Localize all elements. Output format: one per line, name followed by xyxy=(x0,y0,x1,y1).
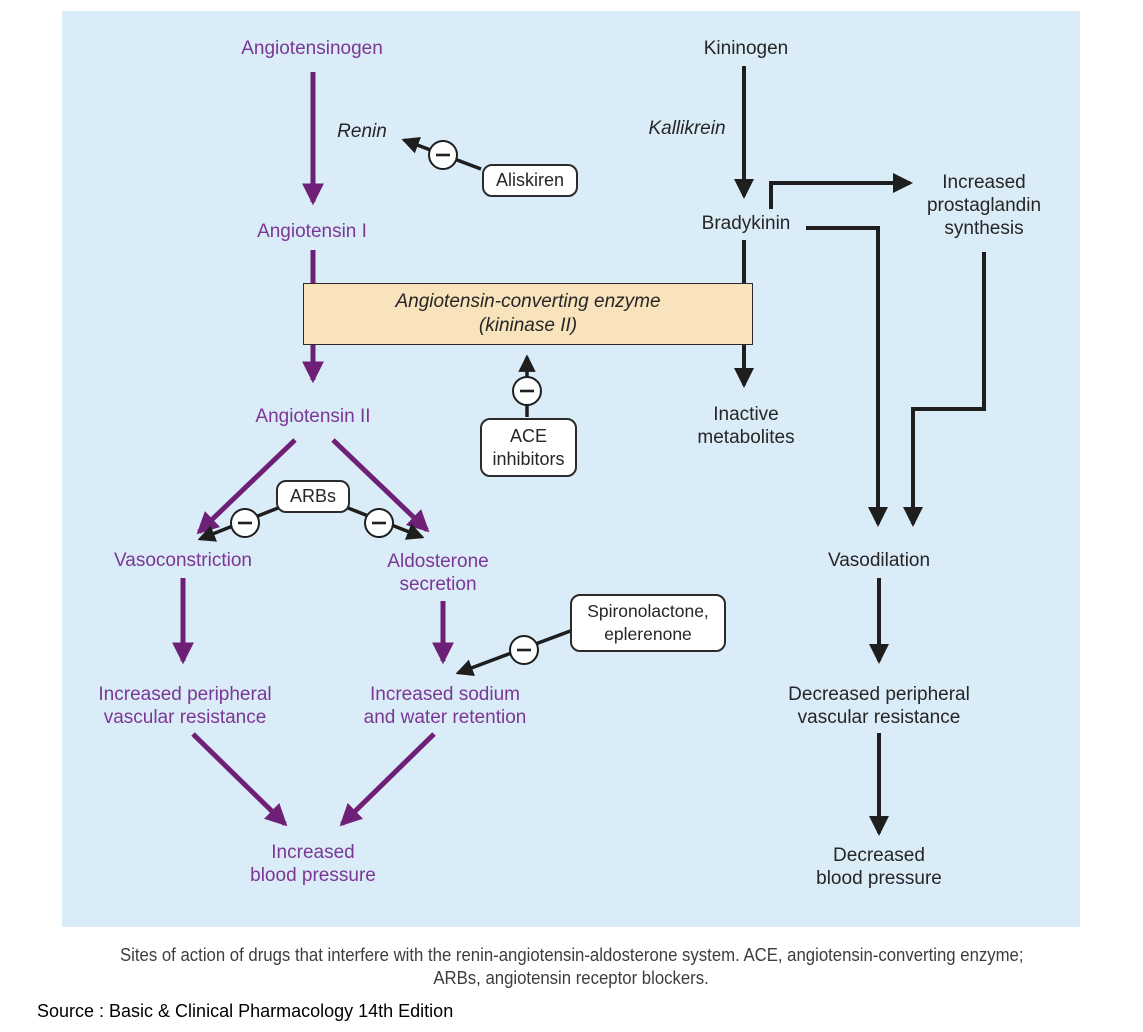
label-vasodilation: Vasodilation xyxy=(827,550,931,571)
source-attribution: Source : Basic & Clinical Pharmacology 1… xyxy=(37,1001,454,1021)
figure-caption-line1: Sites of action of drugs that interfere … xyxy=(119,945,1024,965)
label-angiotensin-ii: Angiotensin II xyxy=(255,406,371,427)
label-kininogen: Kininogen xyxy=(703,38,789,59)
label-increased-prostaglandin: Increased prostaglandin synthesis xyxy=(926,172,1042,239)
label-decreased-peripheral-resistance: Decreased peripheral vascular resistance xyxy=(788,684,970,728)
aliskiren-drug-box: Aliskiren xyxy=(482,164,578,197)
label-vasoconstriction: Vasoconstriction xyxy=(114,550,252,571)
label-increased-sodium-retention: Increased sodium and water retention xyxy=(363,684,527,728)
figure-caption-line2: ARBs, angiotensin receptor blockers. xyxy=(433,968,710,988)
arbs-drug-box: ARBs xyxy=(276,480,350,513)
label-renin: Renin xyxy=(337,121,387,142)
label-bradykinin: Bradykinin xyxy=(701,213,791,234)
label-inactive-metabolites: Inactive metabolites xyxy=(697,404,795,448)
label-aldosterone-secretion: Aldosterone secretion xyxy=(387,551,489,595)
label-increased-peripheral-resistance: Increased peripheral vascular resistance xyxy=(98,684,272,728)
label-increased-blood-pressure: Increased blood pressure xyxy=(250,842,376,886)
label-angiotensin-i: Angiotensin I xyxy=(257,221,367,242)
label-decreased-blood-pressure: Decreased blood pressure xyxy=(816,845,942,889)
ace-enzyme-box: Angiotensin-converting enzyme (kininase … xyxy=(303,283,753,345)
ace-inhibitors-drug-box: ACE inhibitors xyxy=(480,418,577,477)
spironolactone-drug-box: Spironolactone, eplerenone xyxy=(570,594,726,652)
label-angiotensinogen: Angiotensinogen xyxy=(241,38,383,59)
label-kallikrein: Kallikrein xyxy=(648,118,726,139)
